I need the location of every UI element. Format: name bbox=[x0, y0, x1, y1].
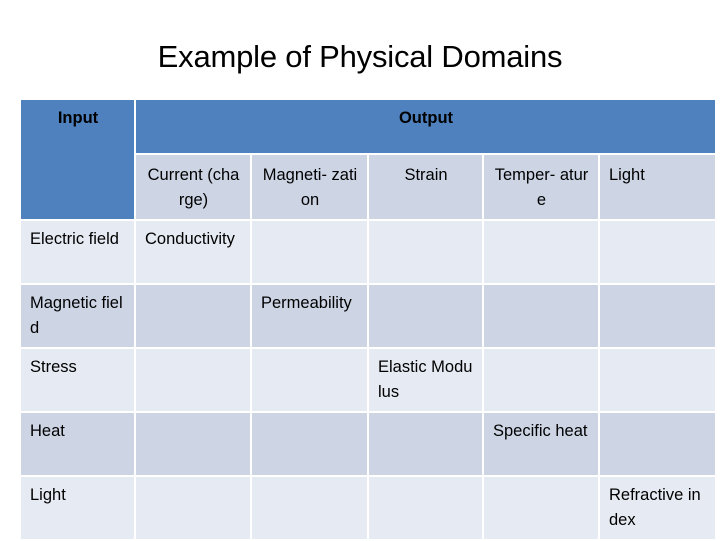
row-header-electric-field: Electric field bbox=[21, 221, 134, 283]
cell-light-refractive-index: Refractive index bbox=[600, 477, 716, 539]
header-cell-current: Current (charge) bbox=[136, 155, 250, 219]
cell-magnetic-field-current bbox=[136, 285, 250, 347]
physical-domains-table: Input Output Current (charge) Magneti- z… bbox=[19, 98, 718, 541]
cell-stress-current bbox=[136, 349, 250, 411]
cell-heat-magnetization bbox=[252, 413, 367, 475]
table-row: Light Refractive index bbox=[21, 477, 716, 539]
cell-electric-field-temperature bbox=[484, 221, 598, 283]
table-row: Heat Specific heat bbox=[21, 413, 716, 475]
row-header-light: Light bbox=[21, 477, 134, 539]
cell-electric-field-magnetization bbox=[252, 221, 367, 283]
cell-heat-light bbox=[600, 413, 716, 475]
cell-stress-magnetization bbox=[252, 349, 367, 411]
table-row: Stress Elastic Modulus bbox=[21, 349, 716, 411]
cell-heat-current bbox=[136, 413, 250, 475]
table-row: Magnetic field Permeability bbox=[21, 285, 716, 347]
cell-heat-temperature: Specific heat bbox=[484, 413, 598, 475]
page-title: Example of Physical Domains bbox=[157, 39, 563, 74]
cell-electric-field-current: Conductivity bbox=[136, 221, 250, 283]
cell-magnetic-field-magnetization: Permeability bbox=[252, 285, 367, 347]
cell-light-current bbox=[136, 477, 250, 539]
cell-heat-strain bbox=[369, 413, 482, 475]
cell-electric-field-light bbox=[600, 221, 716, 283]
cell-stress-strain: Elastic Modulus bbox=[369, 349, 482, 411]
row-header-magnetic-field: Magnetic field bbox=[21, 285, 134, 347]
cell-magnetic-field-light bbox=[600, 285, 716, 347]
row-header-heat: Heat bbox=[21, 413, 134, 475]
header-cell-magnetization: Magneti- zation bbox=[252, 155, 367, 219]
header-cell-temperature: Temper- ature bbox=[484, 155, 598, 219]
header-cell-input: Input bbox=[21, 100, 134, 219]
header-cell-output: Output bbox=[136, 100, 716, 153]
cell-light-magnetization bbox=[252, 477, 367, 539]
table-header-row-columns: Current (charge) Magneti- zation Strain … bbox=[21, 155, 716, 219]
header-cell-strain: Strain bbox=[369, 155, 482, 219]
row-header-stress: Stress bbox=[21, 349, 134, 411]
header-cell-light: Light bbox=[600, 155, 716, 219]
cell-magnetic-field-strain bbox=[369, 285, 482, 347]
cell-stress-light bbox=[600, 349, 716, 411]
cell-magnetic-field-temperature bbox=[484, 285, 598, 347]
table-header-row-group: Input Output bbox=[21, 100, 716, 219]
cell-light-strain bbox=[369, 477, 482, 539]
physical-domains-table-wrapper: Input Output Current (charge) Magneti- z… bbox=[19, 98, 718, 541]
cell-light-temperature bbox=[484, 477, 598, 539]
table-row: Electric field Conductivity bbox=[21, 221, 716, 283]
cell-stress-temperature bbox=[484, 349, 598, 411]
cell-electric-field-strain bbox=[369, 221, 482, 283]
